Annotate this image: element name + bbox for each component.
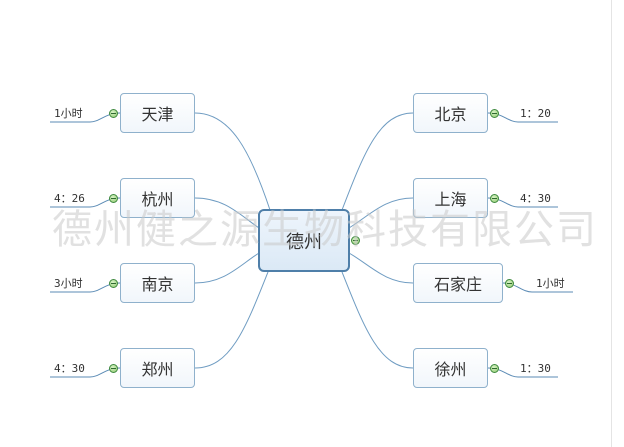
leaf-label-tianjin[interactable]: 1小时 [54,107,83,120]
branch-node-zhengzhou[interactable]: 郑州 [120,348,195,388]
branch-node-hangzhou[interactable]: 杭州 [120,178,195,218]
leaf-label-shijiazhuang[interactable]: 1小时 [536,277,565,290]
collapse-minus-icon[interactable] [109,194,118,203]
collapse-minus-icon[interactable] [490,109,499,118]
connector-zhengzhou [194,271,269,369]
branch-node-xuzhou[interactable]: 徐州 [413,348,488,388]
branch-node-tianjin[interactable]: 天津 [120,93,195,133]
connector-hangzhou [194,197,260,229]
branch-node-beijing[interactable]: 北京 [413,93,488,133]
collapse-minus-icon[interactable] [109,279,118,288]
collapse-minus-icon[interactable] [505,279,514,288]
leaf-label-hangzhou[interactable]: 4：26 [54,192,85,205]
connector-beijing [341,112,414,211]
connector-shanghai [348,197,414,229]
collapse-minus-icon[interactable] [351,236,360,245]
leaf-label-beijing[interactable]: 1：20 [520,107,551,120]
collapse-minus-icon[interactable] [490,194,499,203]
collapse-minus-icon[interactable] [490,364,499,373]
collapse-minus-icon[interactable] [109,364,118,373]
connector-tianjin [194,112,271,211]
connector-nanjing [194,252,260,284]
leaf-label-xuzhou[interactable]: 1：30 [520,362,551,375]
leaf-label-zhengzhou[interactable]: 4：30 [54,362,85,375]
leaf-label-shanghai[interactable]: 4：30 [520,192,551,205]
branch-node-shanghai[interactable]: 上海 [413,178,488,218]
right-edge-divider [611,0,612,447]
collapse-minus-icon[interactable] [109,109,118,118]
connector-shijiazhuang [348,252,414,284]
leaf-label-nanjing[interactable]: 3小时 [54,277,83,290]
branch-node-nanjing[interactable]: 南京 [120,263,195,303]
branch-node-shijiazhuang[interactable]: 石家庄 [413,263,503,303]
connector-xuzhou [341,271,414,369]
center-node[interactable]: 德州 [258,209,350,272]
